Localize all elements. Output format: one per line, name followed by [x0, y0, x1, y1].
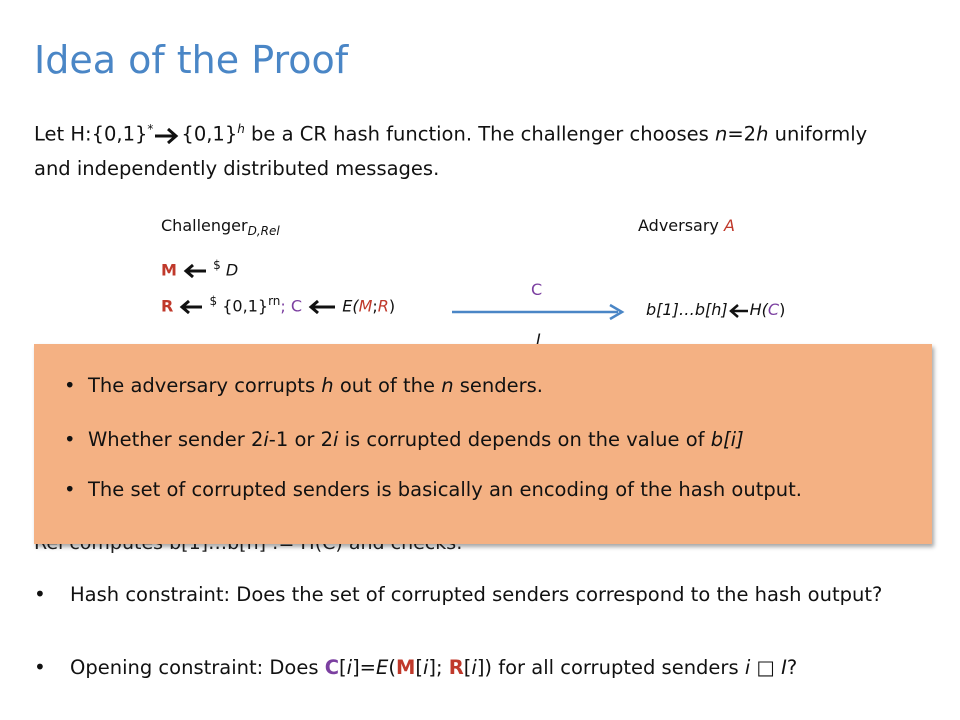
bullet-dot: •	[34, 582, 46, 606]
arrow-left-icon	[728, 304, 748, 318]
intro-paragraph: Let H:{0,1}*{0,1}h be a CR hash function…	[34, 122, 868, 180]
message-sampling: M $ D	[161, 258, 239, 280]
arrow-left-icon	[308, 300, 336, 315]
callout-box: •The adversary corrupts h out of the n s…	[34, 344, 932, 544]
challenger-label: ChallengerD,Rel	[161, 216, 280, 239]
callout-bullet: •Whether sender 2i-1 or 2i is corrupted …	[64, 428, 744, 451]
hash-constraint: Hash constraint: Does the set of corrupt…	[70, 583, 883, 606]
adversary-label: Adversary A	[638, 216, 735, 235]
message-I-label: I	[536, 330, 541, 349]
arrow-left-icon	[183, 264, 207, 279]
callout-bullet: •The adversary corrupts h out of the n s…	[64, 374, 544, 397]
callout-bullet: •The set of corrupted senders is basical…	[64, 478, 802, 501]
bullet-dot: •	[34, 655, 46, 679]
arrow-to-adversary	[452, 303, 625, 321]
page-title: Idea of the Proof	[34, 38, 349, 82]
arrow-left-icon	[180, 300, 203, 315]
randomness-sampling: R $ {0,1}rn; C E(M;R)	[161, 294, 396, 316]
message-C-label: C	[531, 280, 543, 299]
opening-constraint: Opening constraint: Does C[i]=E(M[i]; R[…	[70, 656, 798, 679]
hash-computation: b[1]…b[h]H(C)	[646, 300, 786, 319]
arrow-right-icon	[155, 127, 179, 144]
